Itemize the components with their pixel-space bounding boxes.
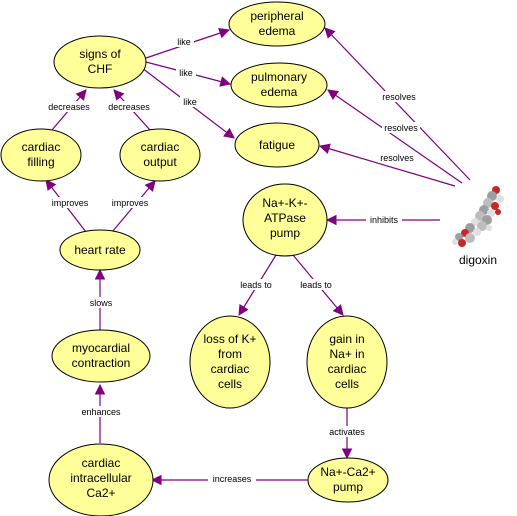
node-pulmonary-edema[interactable]: pulmonary edema: [230, 62, 328, 108]
edge-resolves-pulmonary: [327, 89, 463, 184]
edge-label-like: like: [179, 68, 193, 78]
edge-label-leads-to: leads to: [300, 280, 332, 290]
node-gain-in-na-line4: cells: [335, 377, 359, 391]
edge-label-leads-to: leads to: [240, 280, 272, 290]
node-pulmonary-edema-line2: edema: [261, 85, 298, 99]
node-cardiac-output[interactable]: cardiac output: [119, 128, 201, 182]
node-loss-of-k-line3: cardiac: [211, 362, 250, 376]
node-signs-of-chf-line1: signs of: [79, 47, 121, 61]
node-gain-in-na-line2: Na+ in: [329, 347, 364, 361]
node-peripheral-edema-line1: peripheral: [250, 9, 303, 23]
edge-label-decreases: decreases: [48, 102, 90, 112]
node-cardiac-filling-line1: cardiac: [22, 140, 61, 154]
molecule-icon: [452, 186, 504, 247]
edge-label-resolves: resolves: [384, 123, 418, 133]
edge-label-improves: improves: [52, 198, 89, 208]
edge-label-enhances: enhances: [81, 407, 121, 417]
node-myocardial-contraction[interactable]: myocardial contraction: [51, 329, 151, 383]
node-na-k-atpase-pump-line3: pump: [270, 226, 300, 240]
node-cardiac-intracellular-ca[interactable]: cardiac intracellular Ca2+: [48, 443, 154, 516]
node-na-k-atpase-pump-line2: ATPase: [264, 211, 306, 225]
node-loss-of-k-line1: loss of K+: [203, 332, 256, 346]
node-cardiac-output-line2: output: [143, 155, 177, 169]
edge-label-like: like: [177, 37, 191, 47]
node-cardiac-intracellular-ca-line2: intracellular: [70, 471, 131, 485]
edge-label-decreases: decreases: [108, 102, 150, 112]
edge-label-like: like: [183, 97, 197, 107]
node-myocardial-contraction-line2: contraction: [72, 356, 131, 370]
node-loss-of-k-line4: cells: [218, 377, 242, 391]
node-signs-of-chf-line2: CHF: [88, 62, 113, 76]
edge-resolves-fatigue: [318, 143, 456, 187]
node-heart-rate-label: heart rate: [74, 243, 126, 257]
node-gain-in-na-line3: cardiac: [328, 362, 367, 376]
edge-label-increases: increases: [213, 474, 252, 484]
node-na-ca-pump-line1: Na+-Ca2+: [320, 465, 375, 479]
node-peripheral-edema-line2: edema: [259, 24, 296, 38]
node-cardiac-filling-line2: filling: [27, 155, 54, 169]
node-na-k-atpase-pump[interactable]: Na+-K+- ATPase pump: [242, 183, 328, 257]
node-na-ca-pump-line2: pump: [333, 480, 363, 494]
edge-resolves-peripheral: [324, 27, 471, 181]
node-fatigue-label: fatigue: [259, 138, 295, 152]
node-heart-rate[interactable]: heart rate: [59, 229, 141, 271]
node-gain-in-na-line1: gain in: [329, 332, 364, 346]
node-na-ca-pump[interactable]: Na+-Ca2+ pump: [307, 457, 389, 503]
edge-label-inhibits: inhibits: [370, 215, 399, 225]
node-na-k-atpase-pump-line1: Na+-K+-: [262, 196, 307, 210]
node-cardiac-output-line1: cardiac: [141, 140, 180, 154]
digoxin-molecule[interactable]: digoxin: [452, 186, 504, 267]
edge-label-resolves: resolves: [382, 92, 416, 102]
node-peripheral-edema[interactable]: peripheral edema: [228, 1, 326, 47]
node-myocardial-contraction-line1: myocardial: [72, 341, 130, 355]
node-cardiac-intracellular-ca-line1: cardiac: [82, 456, 121, 470]
node-cardiac-intracellular-ca-line3: Ca2+: [86, 486, 115, 500]
node-pulmonary-edema-line1: pulmonary: [251, 70, 307, 84]
node-fatigue[interactable]: fatigue: [234, 122, 320, 168]
node-signs-of-chf[interactable]: signs of CHF: [53, 35, 147, 89]
digoxin-label: digoxin: [459, 253, 497, 267]
edge-label-improves: improves: [112, 198, 149, 208]
edge-label-slows: slows: [90, 298, 113, 308]
node-loss-of-k[interactable]: loss of K+ from cardiac cells: [189, 315, 271, 409]
node-cardiac-filling[interactable]: cardiac filling: [0, 128, 82, 182]
node-gain-in-na[interactable]: gain in Na+ in cardiac cells: [306, 315, 388, 409]
node-loss-of-k-line2: from: [218, 347, 242, 361]
edge-label-resolves: resolves: [380, 153, 414, 163]
edge-label-activates: activates: [329, 427, 365, 437]
